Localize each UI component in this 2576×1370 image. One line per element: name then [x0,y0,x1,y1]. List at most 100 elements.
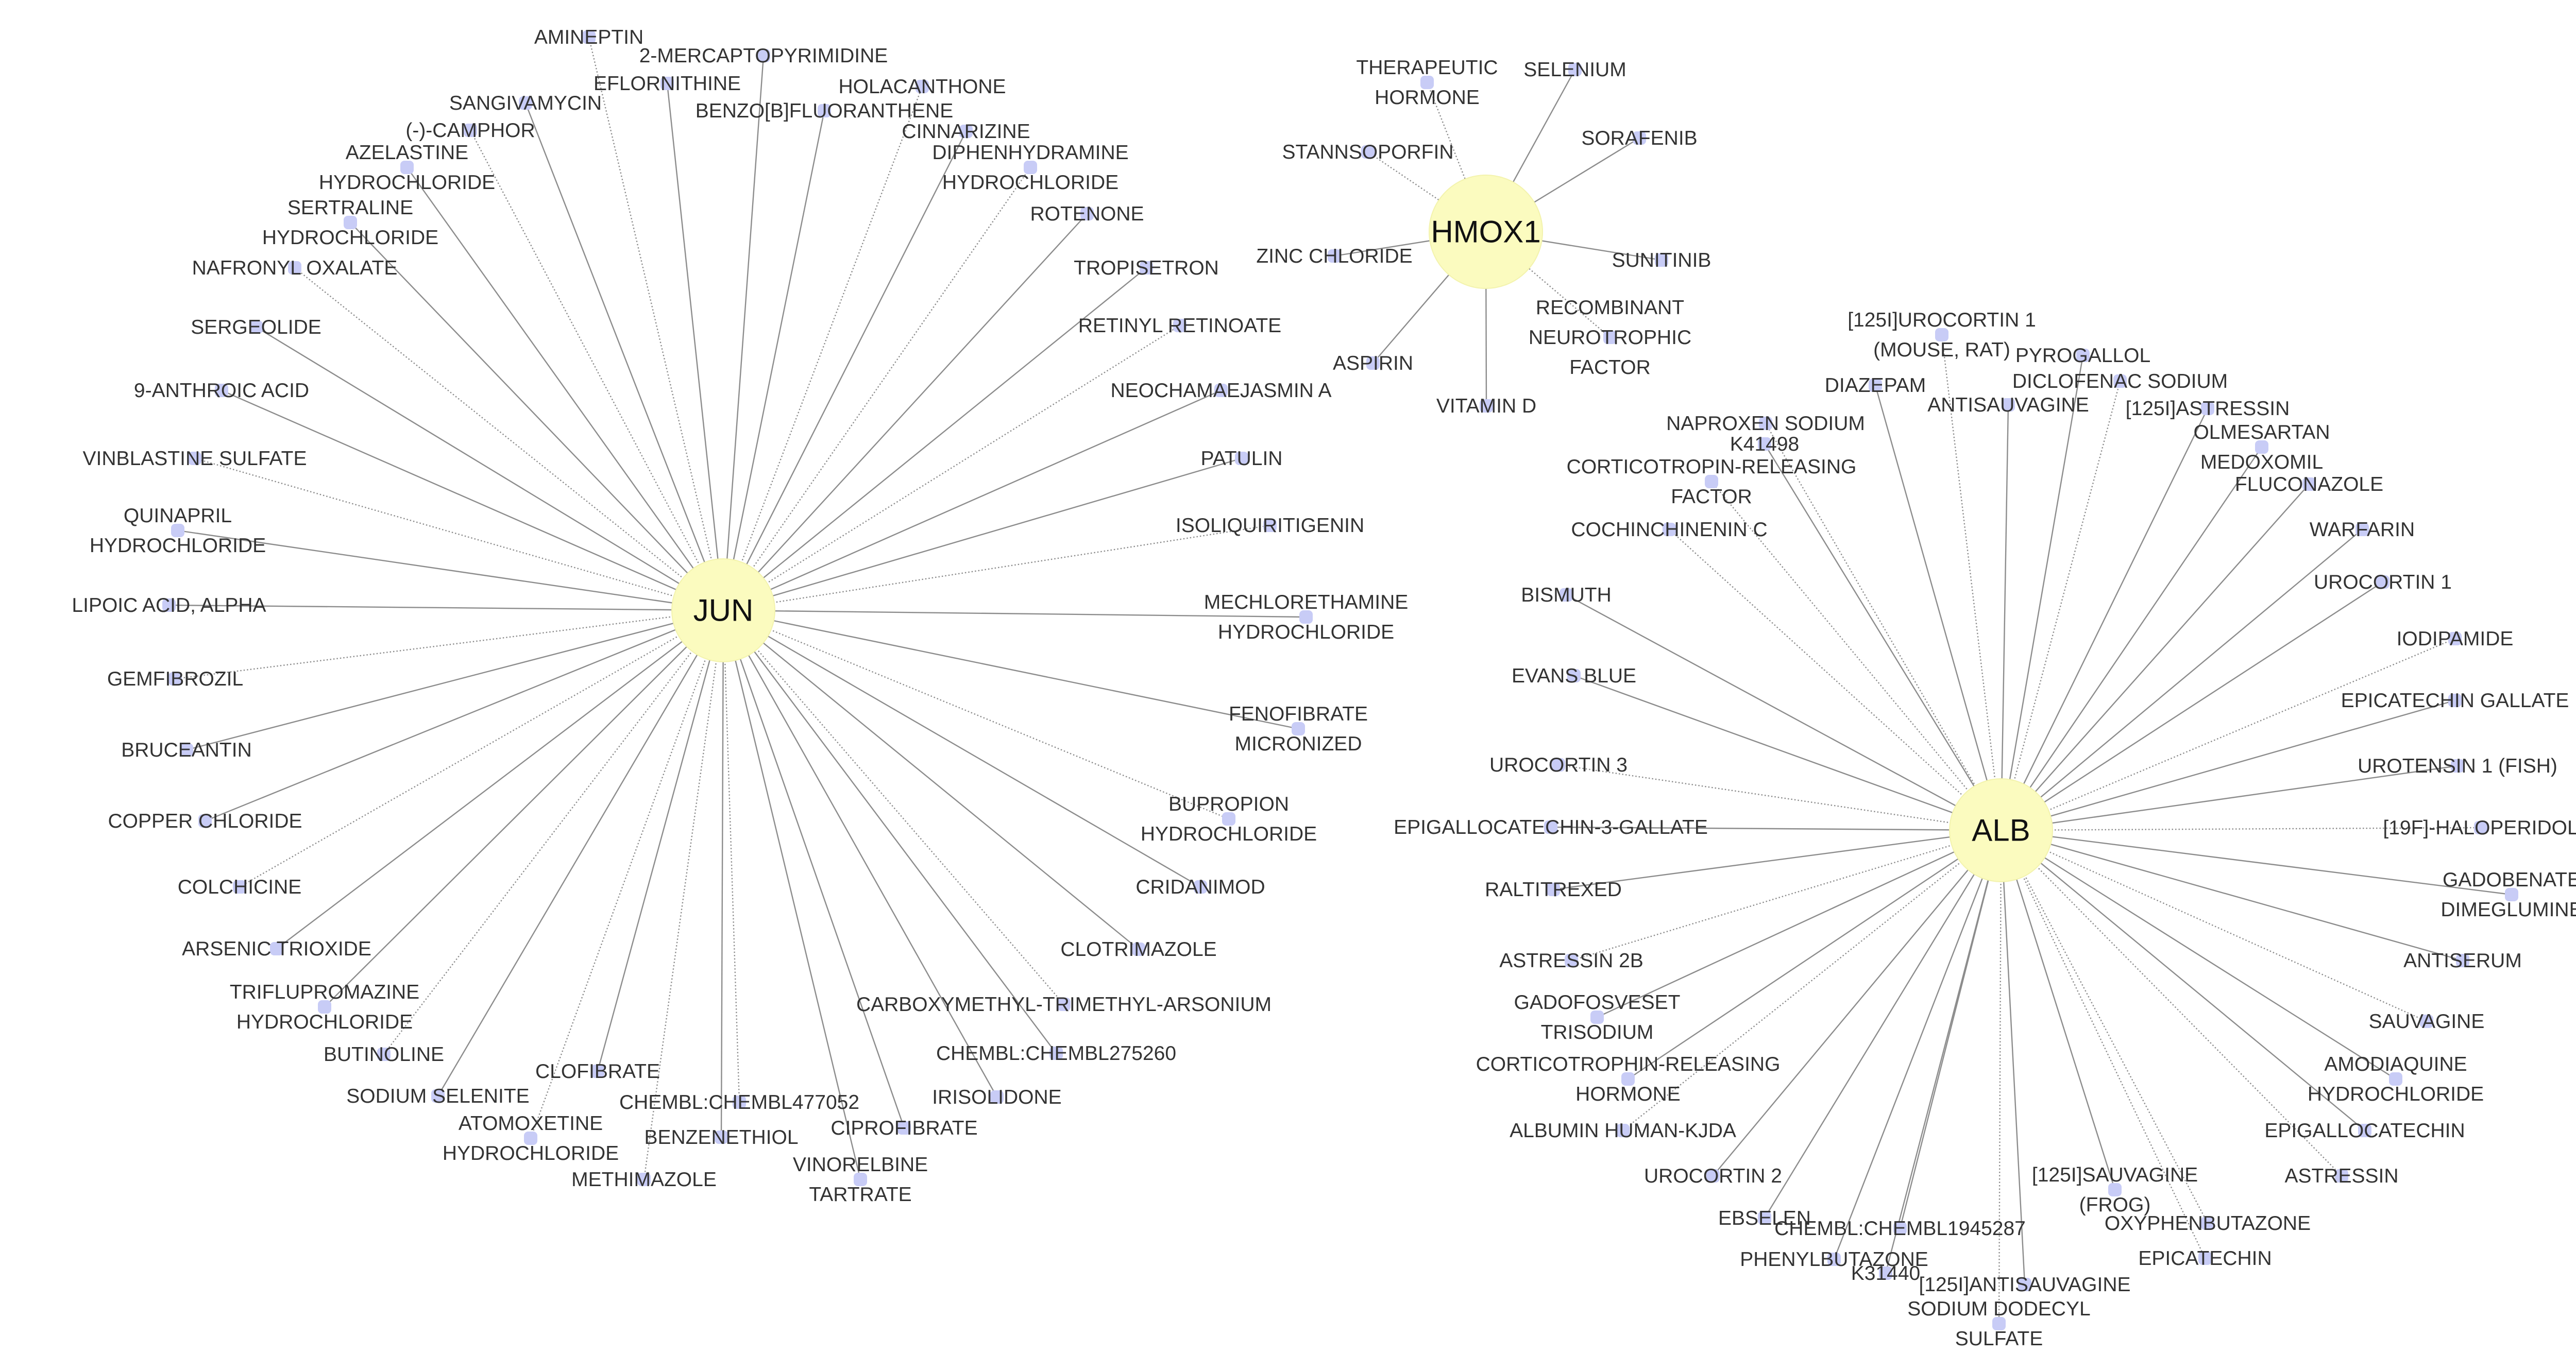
drug-node[interactable]: [19F]-HALOPERIDOL [2383,817,2576,839]
drug-node[interactable]: NAFRONYL OXALATE [192,257,398,279]
drug-node[interactable]: CLOFIBRATE [535,1060,660,1083]
drug-node[interactable]: EPICATECHIN [2138,1247,2272,1270]
drug-node[interactable]: K41498 [1730,433,1799,455]
drug-node[interactable]: (-)-CAMPHOR [405,119,535,142]
drug-node[interactable]: SORAFENIB [1581,127,1697,149]
drug-node[interactable]: GEMFIBROZIL [107,668,243,690]
drug-node[interactable]: [125I]SAUVAGINE(FROG) [2032,1164,2198,1216]
drug-node[interactable]: EFLORNITHINE [594,73,741,95]
drug-node[interactable]: K31440 [1851,1262,1920,1285]
drug-node[interactable]: PATULIN [1201,448,1283,470]
drug-node[interactable]: STANNSOPORFIN [1282,141,1454,163]
drug-node[interactable]: EPIGALLOCATECHIN [2264,1120,2465,1142]
drug-node[interactable]: SERGEOLIDE [191,316,321,338]
drug-node[interactable]: OXYPHENBUTAZONE [2105,1212,2311,1235]
drug-node[interactable]: RETINYL RETINOATE [1078,315,1281,337]
drug-node[interactable]: AMINEPTIN [534,26,643,48]
drug-node[interactable]: IRISOLIDONE [932,1086,1061,1108]
drug-node[interactable]: DICLOFENAC SODIUM [2012,370,2228,392]
drug-node[interactable]: BUTINOLINE [324,1043,444,1066]
drug-node[interactable]: UROTENSIN 1 (FISH) [2358,755,2557,777]
gene-hub-hmox1[interactable]: HMOX1 [1429,175,1543,289]
drug-node[interactable]: IODIPAMIDE [2397,628,2514,650]
drug-node[interactable]: 9-ANTHROIC ACID [134,380,309,402]
drug-node[interactable]: ASTRESSIN 2B [1499,950,1643,972]
drug-node[interactable]: TROPISETRON [1074,257,1219,279]
drug-node[interactable]: UROCORTIN 1 [2314,571,2452,593]
drug-node[interactable]: CRIDANIMOD [1136,876,1265,898]
drug-node[interactable]: EPIGALLOCATECHIN-3-GALLATE [1394,816,1708,838]
drug-node[interactable]: HOLACANTHONE [838,76,1006,98]
drug-node[interactable]: ISOLIQUIRITIGENIN [1176,515,1364,537]
drug-node[interactable]: ALBUMIN HUMAN-KJDA [1510,1120,1736,1142]
drug-node[interactable]: [125I]ANTISAUVAGINE [1919,1274,2130,1296]
drug-node[interactable]: EBSELEN [1718,1207,1811,1229]
drug-node[interactable]: BRUCEANTIN [121,739,252,761]
drug-node[interactable]: FLUCONAZOLE [2235,473,2383,495]
drug-node[interactable]: COPPER CHLORIDE [108,810,302,832]
drug-node[interactable]: BENZO[B]FLUORANTHENE [696,100,954,122]
drug-node[interactable]: UROCORTIN 3 [1489,754,1628,776]
drug-node[interactable]: CLOTRIMAZOLE [1060,938,1216,961]
gene-hub-jun[interactable]: JUN [671,558,775,662]
drug-node[interactable]: METHIMAZOLE [571,1169,717,1191]
drug-node[interactable]: CHEMBL:CHEMBL477052 [619,1091,859,1114]
gene-hub-alb[interactable]: ALB [1949,778,2053,882]
drug-node[interactable]: PHENYLBUTAZONE [1740,1248,1928,1271]
drug-node[interactable]: ASTRESSIN [2284,1165,2398,1187]
drug-node[interactable]: DIAZEPAM [1825,374,1926,397]
drug-node[interactable]: CHEMBL:CHEMBL275260 [936,1042,1176,1065]
drug-node[interactable]: ANTISAUVAGINE [1927,394,2089,416]
drug-node[interactable]: NAPROXEN SODIUM [1666,413,1865,435]
drug-node[interactable]: ROTENONE [1030,203,1144,225]
drug-node[interactable]: VITAMIN D [1436,395,1536,417]
drug-node[interactable]: [125I]UROCORTIN 1(MOUSE, RAT) [1848,309,2036,361]
drug-node[interactable]: WARFARIN [2310,519,2415,541]
drug-node[interactable]: SANGIVAMYCIN [449,92,602,114]
drug-node[interactable]: SUNITINIB [1612,249,1711,271]
drug-node[interactable]: COCHINCHINENIN C [1571,519,1767,541]
drug-node[interactable]: SELENIUM [1523,59,1626,81]
drug-node[interactable]: BENZENETHIOL [644,1126,798,1149]
drug-node[interactable]: SODIUM SELENITE [346,1085,529,1107]
drug-node[interactable]: BISMUTH [1521,584,1612,606]
drug-node[interactable]: [125I]ASTRESSIN [2126,398,2290,420]
drug-node[interactable]: ANTISERUM [2403,950,2522,972]
drug-node[interactable]: EPICATECHIN GALLATE [2341,690,2569,712]
drug-node[interactable]: RALTITREXED [1485,879,1622,901]
drug-node[interactable]: NEOCHAMAEJASMIN A [1110,380,1331,402]
drug-node[interactable]: CHEMBL:CHEMBL1945287 [1774,1218,2026,1240]
drug-node[interactable]: 2-MERCAPTOPYRIMIDINE [639,45,888,67]
drug-node[interactable]: ASPIRIN [1333,352,1413,374]
drug-node[interactable]: CIPROFIBRATE [831,1117,977,1139]
drug-node[interactable]: SAUVAGINE [2369,1011,2485,1033]
drug-node[interactable]: COLCHICINE [178,876,302,898]
drug-node[interactable]: ARSENIC TRIOXIDE [182,938,371,960]
drug-node[interactable]: UROCORTIN 2 [1644,1165,1782,1187]
drug-node[interactable]: CINNARIZINE [902,121,1030,143]
drug-node[interactable]: VINBLASTINE SULFATE [83,448,307,470]
drug-node[interactable]: ZINC CHLORIDE [1256,245,1412,267]
drug-node[interactable]: CARBOXYMETHYL-TRIMETHYL-ARSONIUM [856,994,1272,1016]
drug-node[interactable]: PYROGALLOL [2015,345,2150,367]
drug-node[interactable]: LIPOIC ACID, ALPHA [72,594,266,616]
